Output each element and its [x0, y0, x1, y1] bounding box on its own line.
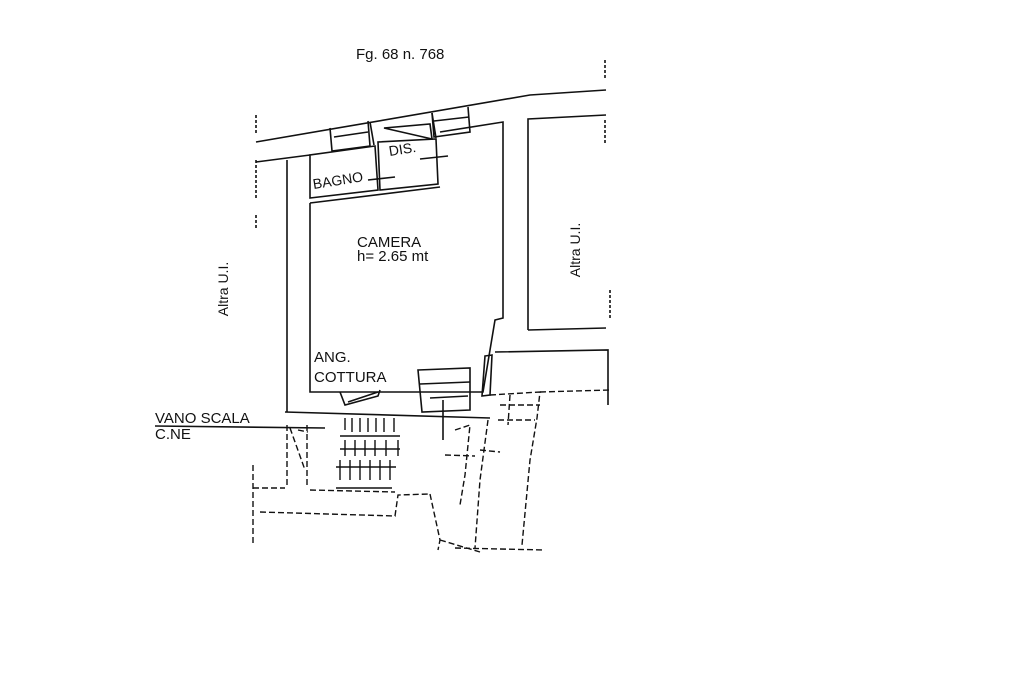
- angolo-cottura-line1: ANG.: [314, 349, 351, 366]
- camera-name: CAMERA: [357, 234, 422, 251]
- label-vano-scala: VANO SCALA C.NE: [155, 411, 250, 443]
- sheet-reference-title: Fg. 68 n. 768: [356, 46, 445, 63]
- right-unit-walls: [527, 114, 607, 330]
- room-label-angolo-cottura: ANG. COTTURA: [314, 348, 387, 388]
- bagno-walls: [309, 145, 379, 199]
- vano-scala-line1: VANO SCALA: [155, 410, 250, 427]
- stair-wall: [284, 411, 491, 419]
- room-label-camera: CAMERA h= 2.65 mt: [357, 234, 429, 265]
- angolo-cottura-line2: COTTURA: [314, 369, 387, 386]
- vano-scala-line2: C.NE: [155, 426, 191, 443]
- label-adjacent-unit-left: Altra U.I.: [215, 261, 232, 317]
- room-label-dis: DIS.: [387, 138, 418, 159]
- top-wall-outer: [255, 89, 607, 143]
- label-adjacent-unit-right: Altra U.I.: [567, 222, 584, 278]
- top-wall-inner: [255, 154, 311, 163]
- camera-walls: [309, 121, 504, 393]
- camera-ceiling-height: h= 2.65 mt: [357, 248, 429, 265]
- dis-walls: [377, 138, 439, 191]
